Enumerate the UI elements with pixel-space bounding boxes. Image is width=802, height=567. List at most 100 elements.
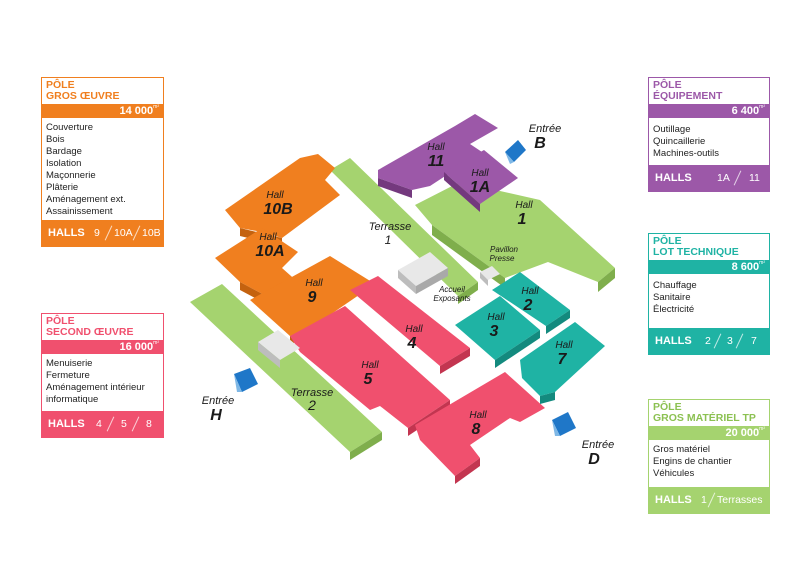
halls-label: HALLS [655,335,692,347]
area-bar: 20 000m² [649,426,769,440]
accueil-label-1: Accueil [438,285,465,294]
list-item: informatique [46,394,99,405]
category-list: Couverture Bois Bardage Isolation Maçonn… [46,122,126,218]
hall-4-word: Hall [405,324,423,335]
hall-number[interactable]: 3 [727,335,733,347]
hall-number[interactable]: 1 [701,494,707,506]
hall-number[interactable]: 10B [142,227,161,239]
list-item: Isolation [46,158,82,169]
terrasse-1-number: 1 [385,233,392,247]
hall-4-number: 4 [407,335,417,352]
hall-number[interactable]: 2 [705,335,711,347]
hall-3-word: Hall [487,312,505,323]
list-item: Bois [46,134,65,145]
area-unit: m² [759,426,765,432]
hall-10a-number: 10A [255,243,284,260]
entree-h-word: Entrée [202,395,234,407]
hall-9-number: 9 [308,289,317,306]
hall-7-building[interactable] [520,322,605,404]
terrasse-1-word: Terrasse [369,221,411,233]
category-list: Outillage Quincaillerie Machines-outils [653,124,719,160]
hall-11-building[interactable] [378,114,498,198]
category-list: Menuiserie Fermeture Aménagement intérie… [46,358,145,406]
list-item: Véhicules [653,468,695,479]
hall-number[interactable]: 4 [96,418,102,430]
area-bar: 16 000m² [42,340,163,354]
halls-bar: HALLS 1A 11 [649,165,769,191]
halls-bar: HALLS 1 Terrasses [649,487,769,513]
hall-number[interactable]: 9 [94,227,100,239]
hall-number[interactable]: 1A [717,172,730,184]
list-item: Fermeture [46,370,90,381]
hall-2-word: Hall [521,286,539,297]
hall-8-building[interactable] [415,372,545,484]
card-gros-oeuvre: PÔLE GROS ŒUVRE 14 000m² Couverture Bois… [41,77,164,247]
card-pole-label: PÔLE [46,79,75,91]
hall-1-number: 1 [518,211,527,228]
hall-1a-word: Hall [471,168,489,179]
hall-number[interactable]: 7 [751,335,757,347]
hall-9-word: Hall [305,278,323,289]
hall-11-number: 11 [428,153,445,170]
hall-1a-number: 1A [470,179,490,196]
hall-number[interactable]: 5 [121,418,127,430]
terrasse-2-area[interactable] [190,284,382,460]
list-item: Électricité [653,304,695,315]
entree-b-marker[interactable] [505,140,526,164]
area-unit: m² [759,260,765,266]
list-item: Aménagement ext. [46,194,126,205]
area-bar: 6 400m² [649,104,769,118]
area-value: 14 000 [119,105,154,117]
hall-2-number: 2 [523,297,533,314]
hall-5-word: Hall [361,360,379,371]
list-item: Outillage [653,124,691,135]
category-list: Chauffage Sanitaire Électricité [653,280,697,316]
pavillon-label-2: Presse [490,254,515,263]
hall-4-building[interactable] [350,276,470,374]
accueil-exposants-building[interactable] [398,252,448,294]
hall-3-building[interactable] [455,296,540,368]
hall-5-number: 5 [364,371,374,388]
hall-10b-number: 10B [263,201,292,218]
service-building [258,330,300,368]
halls-bar: HALLS 9 10A 10B [42,220,163,246]
list-item: Menuiserie [46,358,93,369]
card-pole-label: PÔLE [653,401,682,413]
list-item: Engins de chantier [653,456,732,467]
card-title: SECOND ŒUVRE [46,326,134,338]
list-item: Quincaillerie [653,136,706,147]
card-title: GROS ŒUVRE [46,90,120,102]
hall-7-word: Hall [555,340,573,351]
entree-d-letter: D [588,451,600,468]
card-pole-label: PÔLE [46,315,75,327]
list-item: Assainissement [46,206,113,217]
hall-11-word: Hall [427,142,445,153]
hall-number[interactable]: 11 [749,172,760,184]
entree-d-marker[interactable] [552,412,576,436]
area-bar: 14 000m² [42,104,163,118]
halls-label: HALLS [48,227,85,239]
area-value: 6 400 [731,105,760,117]
hall-number[interactable]: 10A [114,227,133,239]
hall-1-word: Hall [515,200,533,211]
entree-h-marker[interactable] [234,368,258,392]
pavillon-label-1: Pavillon [490,245,519,254]
category-list: Gros matériel Engins de chantier Véhicul… [653,444,732,480]
hall-3-number: 3 [490,323,499,340]
hall-8-number: 8 [472,421,481,438]
hall-1a-building[interactable] [444,150,518,212]
terrasse-1-area[interactable] [330,158,478,304]
halls-label: HALLS [655,172,692,184]
hall-10a-word: Hall [259,232,277,243]
list-item: Gros matériel [653,444,711,455]
list-item: Bardage [46,146,82,157]
card-pole-label: PÔLE [653,235,682,247]
hall-number[interactable]: Terrasses [717,494,763,506]
hall-2-building[interactable] [492,272,570,334]
area-value: 8 600 [731,261,760,273]
card-equipement: PÔLE ÉQUIPEMENT 6 400m² Outillage Quinca… [648,77,770,192]
hall-number[interactable]: 8 [146,418,152,430]
hall-10b-word: Hall [266,190,284,201]
halls-bar: HALLS 2 3 7 [649,328,769,354]
pavillon-presse-building[interactable] [480,266,500,286]
